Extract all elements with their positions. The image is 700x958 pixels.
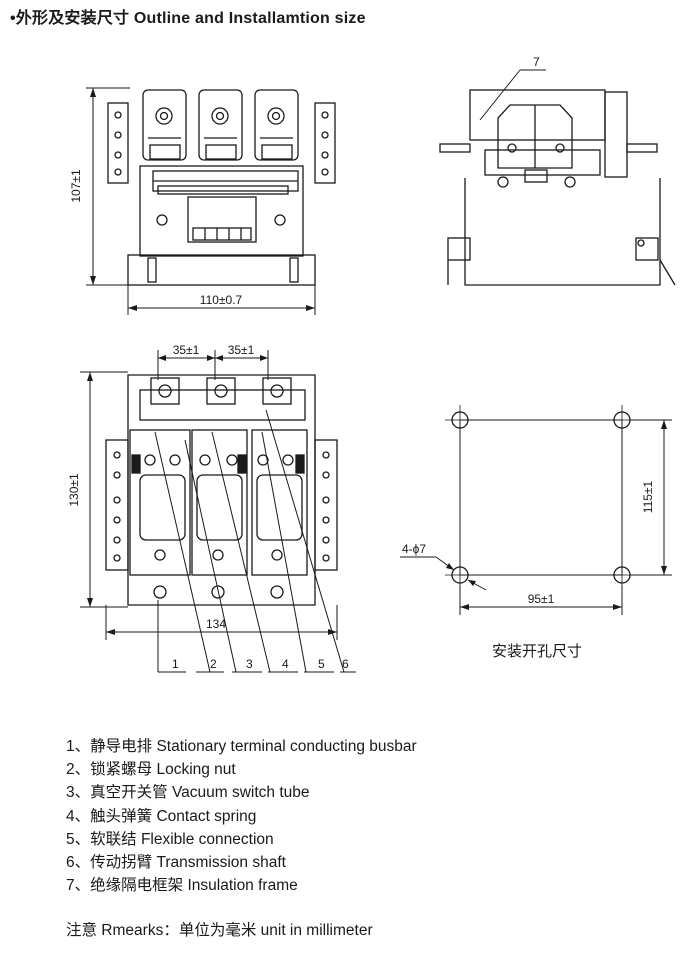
top-view <box>80 350 356 673</box>
title-zh: 外形及安装尺寸 <box>15 10 130 27</box>
title-bullet: • <box>10 10 16 27</box>
side-view <box>439 69 676 286</box>
dim-width-134: 134 <box>206 617 226 631</box>
mounting-caption: 安装开孔尺寸 <box>492 643 582 660</box>
callout-4: 4 <box>282 657 289 671</box>
legend-item: 1、静导电排 Stationary terminal conducting bu… <box>66 738 417 755</box>
units-note: 注意 Rmearks：单位为毫米 unit in millimeter <box>66 918 373 940</box>
callout-5: 5 <box>318 657 325 671</box>
legend-item: 3、真空开关管 Vacuum switch tube <box>66 784 310 802</box>
note-label: 注意 Rmearks： <box>66 922 179 939</box>
callout-3: 3 <box>246 657 253 671</box>
dim-width-110: 110±0.7 <box>200 293 243 307</box>
callout-6: 6 <box>342 657 349 671</box>
legend-item: 7、绝缘隔电框架 Insulation frame <box>66 877 298 895</box>
front-view <box>86 87 336 315</box>
callout-2: 2 <box>210 657 217 671</box>
parts-legend: 1、静导电排 Stationary terminal conducting bu… <box>66 735 417 897</box>
dim-height-130: 130±1 <box>67 473 81 507</box>
dim-pitch-b: 35±1 <box>228 343 255 357</box>
legend-item: 4、触头弹簧 Contact spring <box>66 807 257 825</box>
legend-item: 5、软联结 Flexible connection <box>66 830 274 848</box>
legend-item: 6、传动拐臂 Transmission shaft <box>66 854 286 872</box>
dim-hole-height: 115±1 <box>641 480 655 513</box>
dim-pitch-a: 35±1 <box>173 343 200 357</box>
mounting-hole-diagram <box>400 405 672 615</box>
dim-holes: 4-ϕ7 <box>402 542 426 556</box>
callout-1: 1 <box>172 657 179 671</box>
legend-item: 2、锁紧螺母 Locking nut <box>66 761 236 779</box>
title-en: Outline and Installamtion size <box>133 10 366 27</box>
part-7-label: 7 <box>533 55 540 69</box>
dim-hole-width: 95±1 <box>528 592 555 606</box>
dim-height-107: 107±1 <box>69 169 83 203</box>
note-text: 单位为毫米 unit in millimeter <box>178 922 373 939</box>
page-title: •外形及安装尺寸 Outline and Installamtion size <box>10 4 366 28</box>
